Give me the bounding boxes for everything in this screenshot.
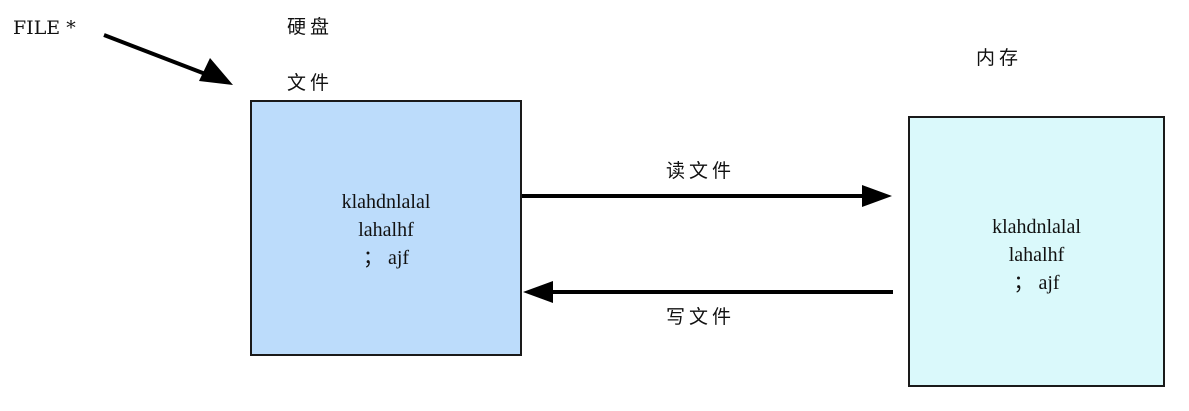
read-file-label: 读文件 bbox=[666, 160, 736, 182]
disk-content-line: klahdnlalal bbox=[341, 191, 431, 213]
write-file-label: 写文件 bbox=[666, 306, 736, 328]
read-file-arrow bbox=[522, 185, 892, 207]
memory-content-line: klahdnlalal bbox=[992, 216, 1081, 238]
disk-file-box: klahdnlalal lahalhf ； ajf bbox=[250, 100, 522, 356]
disk-content-line: ； ajf bbox=[362, 247, 410, 269]
disk-file-label: 文件 bbox=[287, 72, 334, 94]
file-pointer-arrow bbox=[103, 33, 233, 85]
memory-title: 内存 bbox=[976, 47, 1023, 69]
write-file-arrow bbox=[523, 281, 893, 303]
file-pointer-label: FILE * bbox=[13, 17, 76, 39]
disk-content-line: lahalhf bbox=[358, 219, 414, 241]
disk-title: 硬盘 bbox=[287, 16, 334, 38]
memory-content-line: lahalhf bbox=[1008, 244, 1065, 266]
memory-content: klahdnlalal lahalhf ； ajf bbox=[910, 213, 1163, 297]
memory-box: klahdnlalal lahalhf ； ajf bbox=[908, 116, 1165, 387]
memory-content-line: ； ajf bbox=[1013, 272, 1060, 294]
disk-file-content: klahdnlalal lahalhf ； ajf bbox=[252, 188, 520, 272]
